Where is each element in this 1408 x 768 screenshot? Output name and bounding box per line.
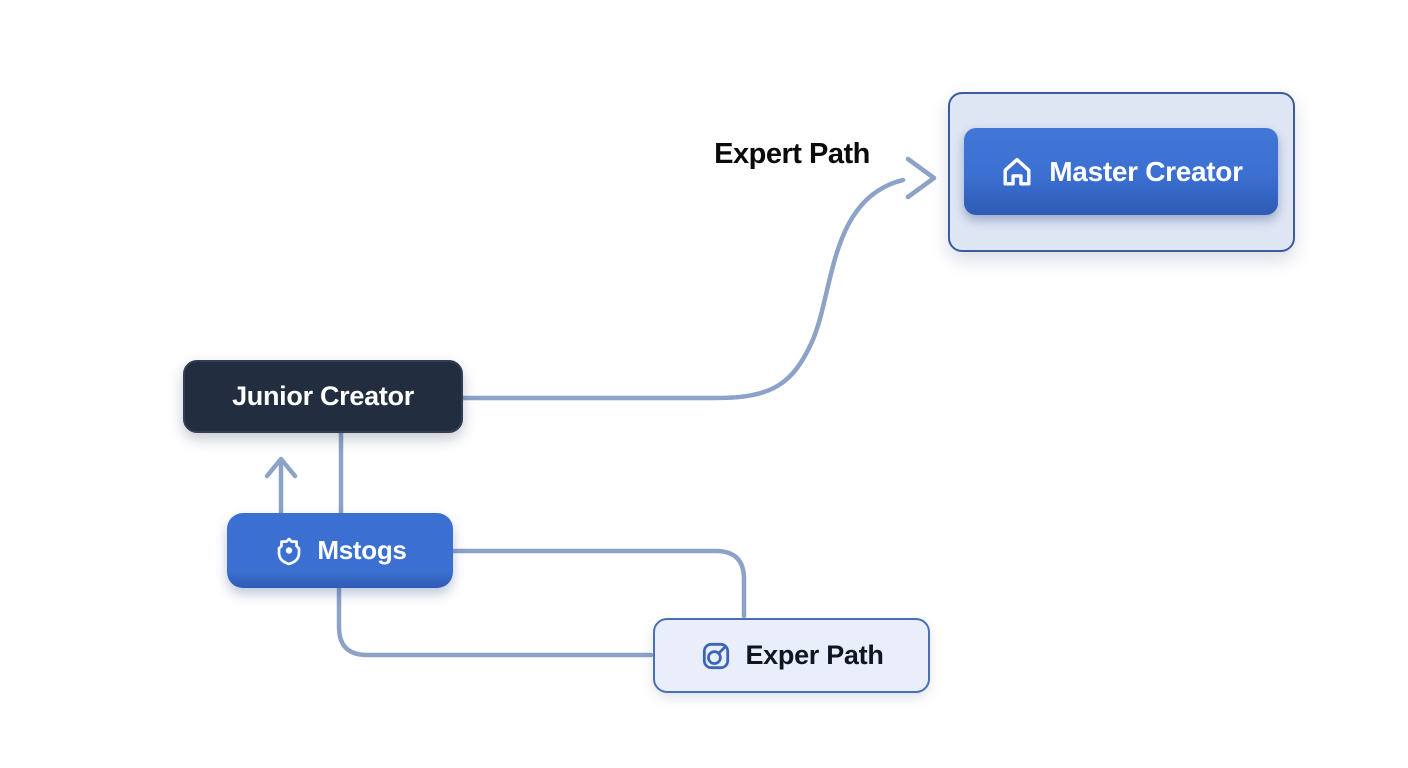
shield-badge-icon <box>273 535 305 567</box>
node-mstogs[interactable]: Mstogs <box>227 513 453 588</box>
node-master-creator-label: Master Creator <box>1049 155 1243 187</box>
edge-mstogs-to-junior-arrowhead <box>264 456 298 479</box>
edge-mstogs-to-exper-left <box>336 585 654 658</box>
edge-junior-to-master <box>460 177 906 401</box>
node-exper-path[interactable]: Exper Path <box>653 618 930 693</box>
node-junior-creator-label: Junior Creator <box>232 381 414 411</box>
edge-junior-to-master-arrowhead <box>905 156 937 200</box>
node-junior-creator[interactable]: Junior Creator <box>183 360 463 433</box>
edge-mstogs-to-exper-top <box>450 548 747 619</box>
node-mstogs-label: Mstogs <box>317 535 407 565</box>
node-master-creator-container[interactable]: Master Creator <box>948 92 1295 252</box>
explore-circle-arrow-icon <box>699 639 733 673</box>
node-master-creator-button[interactable]: Master Creator <box>964 128 1278 215</box>
edge-label-expert-path: Expert Path <box>714 138 870 170</box>
home-icon <box>999 154 1035 190</box>
node-exper-path-label: Exper Path <box>745 640 884 670</box>
